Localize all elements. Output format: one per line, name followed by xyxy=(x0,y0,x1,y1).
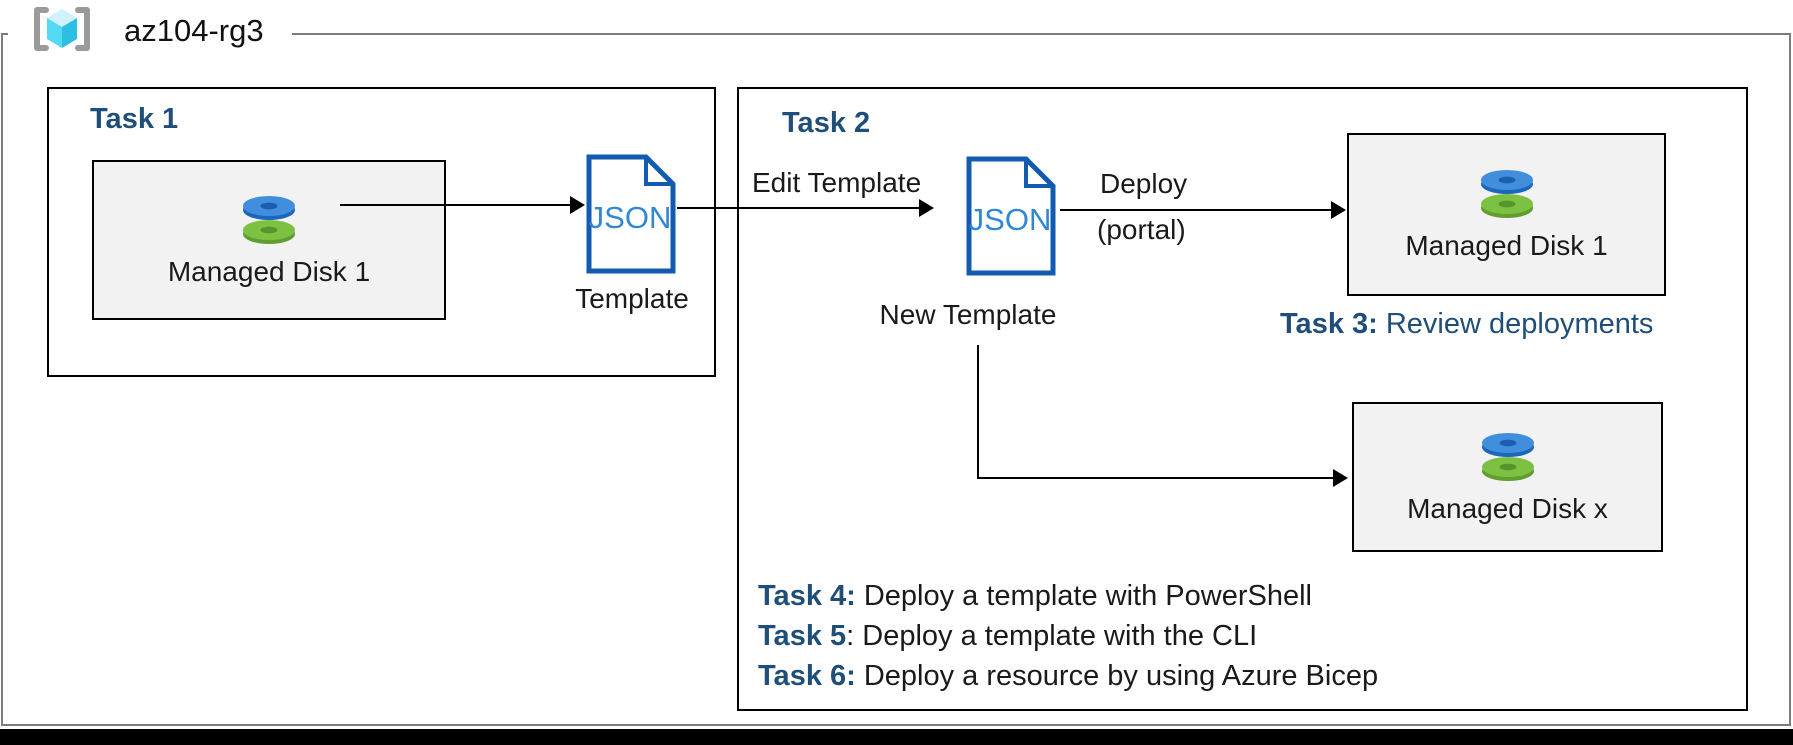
resource-group-border xyxy=(1,33,1791,726)
managed-disk-icon xyxy=(1480,170,1533,218)
disk-label: Managed Disk 1 xyxy=(1405,230,1608,261)
arrowhead-icon xyxy=(1333,469,1348,487)
cube-left-face xyxy=(47,18,62,48)
json-text: JSON xyxy=(969,202,1052,237)
task6-rest: Deploy a resource by using Azure Bicep xyxy=(855,660,1379,692)
edit-template-label: Edit Template xyxy=(752,167,922,198)
arrow-deploy xyxy=(1060,209,1333,211)
disk-label: Managed Disk 1 xyxy=(167,255,371,287)
arrow-task1-to-template xyxy=(340,204,572,206)
task6-text: Task 6: Deploy a resource by using Azure… xyxy=(758,656,1378,696)
task5-rest: : Deploy a template with the CLI xyxy=(846,620,1258,652)
task5-bold: Task 5 xyxy=(758,620,847,652)
cube-right-face xyxy=(62,18,77,48)
task6-bold: Task 6: xyxy=(758,660,856,692)
deploy-label: Deploy xyxy=(1100,168,1188,199)
arrow-newtemplate-right xyxy=(977,477,1335,479)
arrowhead-icon xyxy=(570,196,585,214)
arrowhead-icon xyxy=(919,199,934,217)
managed-disk-1-box-task1: Managed Disk 1 xyxy=(92,160,446,320)
folded-corner xyxy=(644,157,673,186)
task4-bold: Task 4: xyxy=(758,580,856,612)
json-template-icon: JSON xyxy=(586,154,676,274)
task3-bold: Task 3: xyxy=(1280,308,1378,340)
managed-disk-x-box: Managed Disk x xyxy=(1352,402,1663,552)
folded-corner xyxy=(1024,159,1053,188)
json-text: JSON xyxy=(589,200,672,235)
task1-title: Task 1 xyxy=(90,103,179,135)
template-label: Template xyxy=(575,283,689,314)
arrowhead-icon xyxy=(1331,201,1346,219)
task5-text: Task 5: Deploy a template with the CLI xyxy=(758,616,1378,656)
task4-text: Task 4: Deploy a template with PowerShel… xyxy=(758,576,1378,616)
task2-title: Task 2 xyxy=(782,107,871,139)
new-template-label: New Template xyxy=(879,299,1057,330)
managed-disk-icon xyxy=(1481,432,1534,481)
bracket-left xyxy=(34,7,49,51)
task3-rest: Review deployments xyxy=(1377,308,1654,340)
resource-group-name: az104-rg3 xyxy=(124,13,264,48)
disk-label: Managed Disk x xyxy=(1407,492,1608,524)
bracket-right xyxy=(75,7,90,51)
managed-disk-icon xyxy=(243,195,295,244)
deploy-portal-label: (portal) xyxy=(1097,214,1186,245)
managed-disk-1-box-task2: Managed Disk 1 xyxy=(1347,133,1666,296)
bottom-task-list: Task 4: Deploy a template with PowerShel… xyxy=(758,576,1378,696)
task4-rest: Deploy a template with PowerShell xyxy=(855,580,1312,612)
resource-group-border-gap xyxy=(8,29,292,40)
arrow-template-to-newtemplate xyxy=(677,207,921,209)
task3-text: Task 3: Review deployments xyxy=(1280,308,1653,341)
azure-resource-group-icon xyxy=(34,7,90,51)
bottom-black-bar xyxy=(0,729,1793,745)
arrow-newtemplate-down xyxy=(977,345,979,479)
json-new-template-icon: JSON xyxy=(966,156,1056,276)
